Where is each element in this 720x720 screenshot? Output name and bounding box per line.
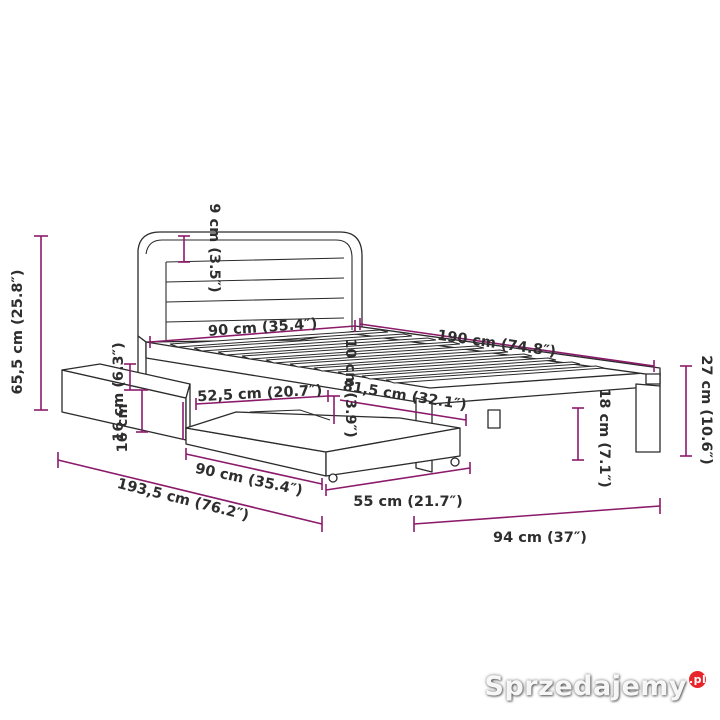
label-drawer-depth: 55 cm (21.7″): [353, 494, 463, 510]
label-bed-width: 90 cm (35.4″): [208, 316, 318, 340]
watermark-logo: Sprzedajemy.pl: [485, 671, 706, 702]
label-total-height: 65,5 cm (25.8″): [10, 269, 26, 394]
bed-frame: [137, 231, 661, 473]
leg-back-middle: [487, 409, 501, 429]
slats: [169, 329, 605, 384]
leg-front-foot: [635, 383, 661, 453]
label-rail-height: 10 cm (3.9″): [342, 338, 358, 437]
label-clearance-height: 18 cm (7.1″): [596, 388, 612, 487]
label-side-height: 27 cm (10.6″): [698, 355, 714, 465]
label-drawer-width: 52,5 cm (20.7″): [197, 383, 323, 406]
label-total-width: 94 cm (37″): [493, 530, 587, 546]
drawer-right: [185, 409, 461, 483]
dimension-lines: [34, 235, 692, 532]
watermark-badge: .pl: [689, 671, 707, 688]
headboard: [137, 231, 363, 343]
leg-back-foot: [645, 373, 661, 385]
label-drawer-height-small: 16 cm (6.3″): [111, 342, 127, 441]
label-headboard-slat: 9 cm (3.5″): [206, 203, 222, 292]
label-drawer-height: 16 cm: [115, 404, 131, 453]
watermark-text: Sprzedajemy: [484, 671, 687, 702]
